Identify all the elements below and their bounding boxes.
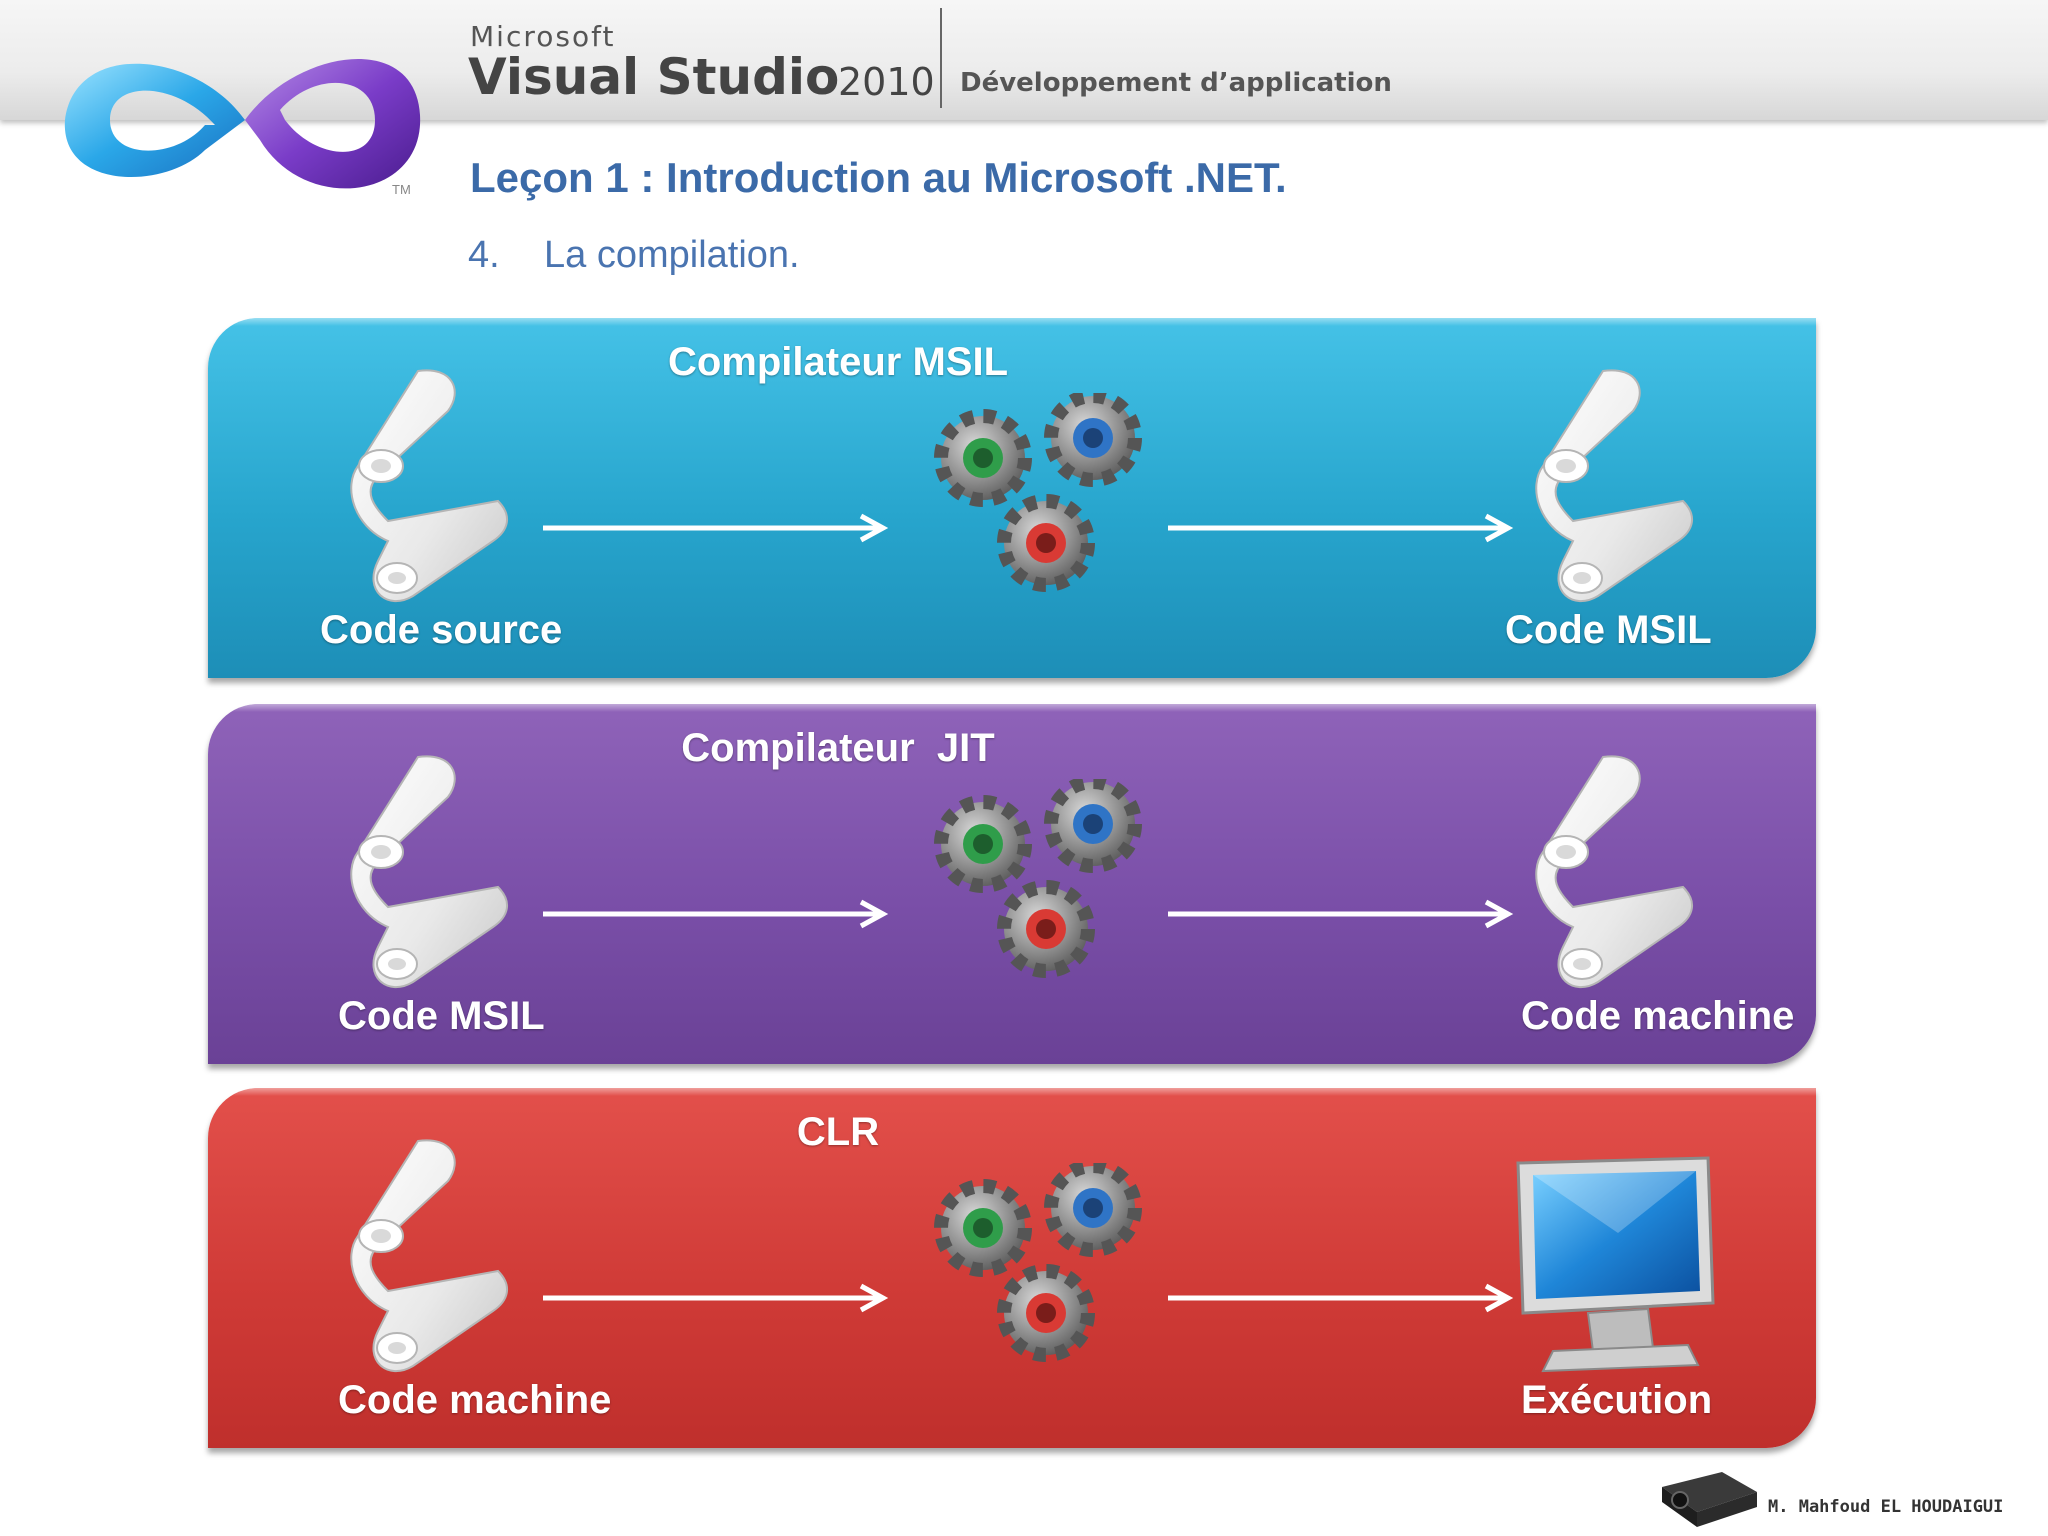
compile-panel-jit: Compilateur JIT Code MSIL Code machine (208, 704, 1816, 1064)
panel-title: Compilateur JIT (681, 726, 995, 770)
scroll-icon (323, 1126, 523, 1376)
brand-product: Visual Studio (468, 48, 840, 106)
output-label: Code MSIL (1505, 608, 1712, 652)
input-label: Code source (320, 608, 563, 652)
arrow-icon (1168, 1283, 1514, 1313)
brand-subtitle: Développement d’application (960, 68, 1392, 98)
input-label: Code MSIL (338, 994, 545, 1038)
arrow-icon (1168, 513, 1514, 543)
gears-icon (934, 779, 1142, 978)
gears-icon (934, 1163, 1142, 1362)
scroll-icon (1508, 356, 1708, 606)
scroll-icon (323, 742, 523, 992)
output-label: Code machine (1521, 994, 1795, 1038)
lesson-title: Leçon 1 : Introduction au Microsoft .NET… (470, 154, 1287, 201)
arrow-icon (543, 513, 889, 543)
panel-title: CLR (796, 1110, 880, 1154)
brand-year: 2010 (838, 60, 935, 104)
lesson-item: 4. La compilation. (468, 234, 800, 277)
scroll-icon (323, 356, 523, 606)
gears-icon (934, 393, 1142, 592)
scroll-icon (1508, 742, 1708, 992)
header-band (0, 0, 2048, 120)
lesson-item-number: 4. (468, 234, 500, 276)
compile-panel-clr: CLR Code machine Exécution (208, 1088, 1816, 1448)
visual-studio-logo-icon (64, 59, 421, 189)
input-label: Code machine (338, 1378, 612, 1422)
brand-company: Microsoft (470, 20, 616, 53)
author-credit: M. Mahfoud EL HOUDAIGUI (1768, 1497, 2004, 1517)
arrow-icon (1168, 899, 1514, 929)
brand-separator (940, 8, 942, 108)
lesson-item-text: La compilation. (544, 234, 800, 276)
compile-panel-msil: Compilateur MSIL Code source Code MSIL (208, 318, 1816, 678)
arrow-icon (543, 899, 889, 929)
arrow-icon (543, 1283, 889, 1313)
trademark-label: TM (392, 182, 411, 197)
monitor-icon (1516, 1156, 1715, 1373)
output-label: Exécution (1521, 1378, 1713, 1422)
panel-title: Compilateur MSIL (667, 340, 1009, 384)
projector-icon (1662, 1472, 1757, 1527)
